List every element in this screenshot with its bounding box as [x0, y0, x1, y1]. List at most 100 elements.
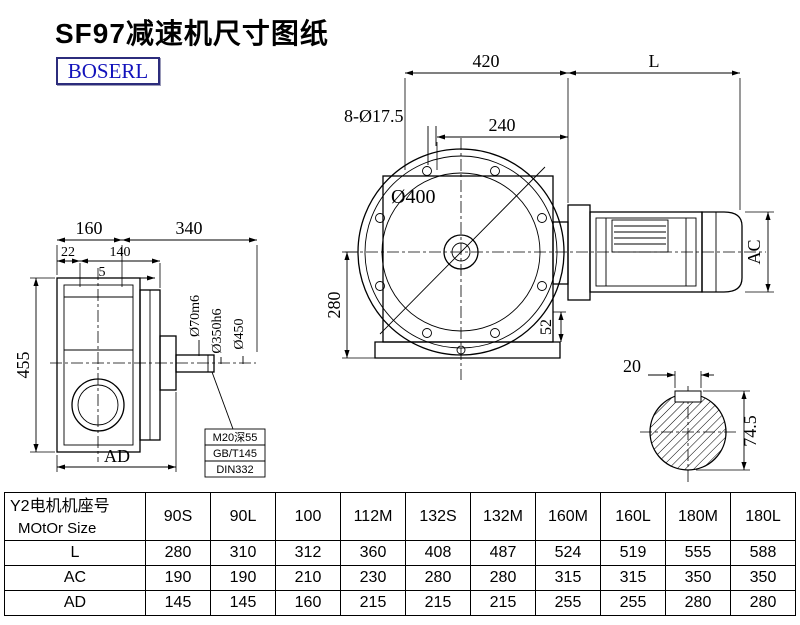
- row-label-AD: AD: [4, 590, 146, 616]
- shaft-end-notes: M20深55 GB/T145 DIN332: [204, 371, 266, 478]
- table-cell: 315: [535, 565, 601, 591]
- dim-240: 240: [436, 115, 568, 170]
- shaft-section-view: 20 74.5: [623, 356, 760, 482]
- dim-22-label: 22: [61, 245, 75, 260]
- motor-view: AC: [552, 204, 774, 301]
- table-cell: 255: [600, 590, 666, 616]
- dim-bolt-label: 8-Ø17.5: [344, 106, 404, 126]
- dim-455-label: 455: [13, 352, 33, 379]
- table-cell: 280: [470, 565, 536, 591]
- dim-160-label: 160: [76, 218, 103, 238]
- table-cell: 280: [665, 590, 731, 616]
- motor-size-header: Y2电机机座号 MOtOr Size: [4, 492, 146, 541]
- dim-5-label: 5: [99, 265, 106, 280]
- table-cell: 145: [145, 590, 211, 616]
- dim-280: 280: [324, 251, 375, 359]
- table-cell: 215: [405, 590, 471, 616]
- size-column-header: 160L: [600, 492, 666, 541]
- dim-AC: AC: [744, 211, 774, 293]
- table-cell: 190: [210, 565, 276, 591]
- table-cell: 215: [470, 590, 536, 616]
- shaft-section-circle: [649, 393, 727, 471]
- dim-AC-label: AC: [744, 239, 764, 264]
- size-column-header: 160M: [535, 492, 601, 541]
- table-cell: 230: [340, 565, 406, 591]
- size-column-header: 100: [275, 492, 341, 541]
- table-cell: 519: [600, 540, 666, 566]
- housing-base: [374, 341, 561, 359]
- dim-20: 20: [623, 356, 714, 388]
- center-bore: [443, 234, 479, 270]
- table-cell: 555: [665, 540, 731, 566]
- table-cell: 145: [210, 590, 276, 616]
- size-column-header: 90S: [145, 492, 211, 541]
- bolt-holes: [375, 166, 547, 338]
- table-cell: 310: [210, 540, 276, 566]
- dim-74-5-label: 74.5: [740, 415, 760, 447]
- table-cell: 215: [340, 590, 406, 616]
- table-cell: 350: [730, 565, 796, 591]
- motor-size-table: Y2电机机座号 MOtOr Size 90S 90L 100 112M 132S…: [4, 492, 796, 616]
- size-column-header: 132S: [405, 492, 471, 541]
- bell-housing: [552, 221, 569, 285]
- dim-280-label: 280: [324, 292, 344, 319]
- note-m20-label: M20深55: [213, 431, 258, 444]
- dim-455: 455: [13, 277, 55, 453]
- size-column-header: 180L: [730, 492, 796, 541]
- table-cell: 280: [145, 540, 211, 566]
- table-cell: 280: [405, 565, 471, 591]
- gearbox-housing-inner: [63, 284, 134, 446]
- table-cell: 312: [275, 540, 341, 566]
- table-cell: 160: [275, 590, 341, 616]
- table-row-L: L 280 310 312 360 408 487 524 519 555 58…: [4, 540, 796, 566]
- note-gbt145-label: GB/T145: [213, 448, 257, 460]
- terminal-box: [611, 219, 669, 253]
- d400-diagonal-line: [379, 166, 546, 335]
- table-cell: 315: [600, 565, 666, 591]
- dim-420-L: 420 L: [404, 51, 741, 210]
- table-cell: 487: [470, 540, 536, 566]
- keyway: [674, 390, 702, 403]
- boserl-logo: BOSERL: [56, 57, 160, 85]
- dim-AD: AD: [56, 392, 177, 472]
- dim-340-label: 340: [176, 218, 203, 238]
- side-view: 160 340 22 140 5 455 AD: [13, 218, 266, 478]
- note-din332-label: DIN332: [216, 464, 253, 476]
- bolt-callout: 8-Ø17.5: [344, 106, 437, 165]
- front-view: Ø400 420 L 240 8-Ø17.5 280: [324, 51, 766, 380]
- dim-d400-label: Ø400: [391, 186, 435, 208]
- table-cell: 190: [145, 565, 211, 591]
- table-cell: 408: [405, 540, 471, 566]
- gearbox-housing-outline: [56, 277, 141, 453]
- size-column-header: 112M: [340, 492, 406, 541]
- dim-420-label: 420: [473, 51, 500, 71]
- dim-20-label: 20: [623, 356, 641, 376]
- size-column-header: 132M: [470, 492, 536, 541]
- output-bore-circle: [71, 378, 125, 432]
- row-label-AC: AC: [4, 565, 146, 591]
- table-row-AC: AC 190 190 210 230 280 280 315 315 350 3…: [4, 565, 796, 591]
- row-label-L: L: [4, 540, 146, 566]
- dim-140-label: 140: [110, 245, 131, 260]
- dim-160-340: 160 340: [56, 218, 258, 352]
- dim-22-140: 22 140: [56, 245, 161, 288]
- table-cell: 280: [730, 590, 796, 616]
- dim-d70m6-label: Ø70m6: [188, 295, 203, 337]
- header-cn: Y2电机机座号: [10, 497, 110, 515]
- input-shaft: [175, 354, 215, 373]
- boserl-logo-text: BOSERL: [67, 58, 149, 83]
- dim-5: 5: [99, 265, 155, 281]
- table-header-row: Y2电机机座号 MOtOr Size 90S 90L 100 112M 132S…: [4, 492, 796, 541]
- size-column-header: 180M: [665, 492, 731, 541]
- table-cell: 210: [275, 565, 341, 591]
- table-cell: 350: [665, 565, 731, 591]
- table-row-AD: AD 145 145 160 215 215 215 255 255 280 2…: [4, 590, 796, 616]
- dim-52: 52: [538, 311, 566, 342]
- dim-d450-label: Ø450: [232, 318, 247, 349]
- page-title: SF97减速机尺寸图纸: [55, 18, 329, 49]
- table-cell: 255: [535, 590, 601, 616]
- header-en: MOtOr Size: [18, 519, 97, 537]
- fan-cover: [701, 211, 743, 293]
- dim-240-label: 240: [489, 115, 516, 135]
